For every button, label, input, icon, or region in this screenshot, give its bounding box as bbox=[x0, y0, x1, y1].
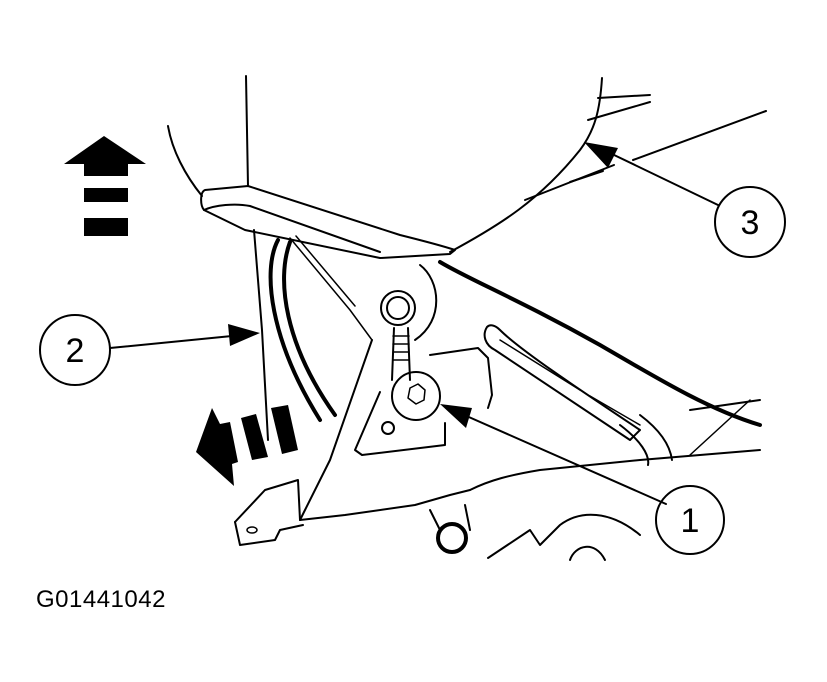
callout-2: 2 bbox=[39, 314, 260, 386]
side-panel-cable bbox=[253, 229, 373, 441]
callout-1: 1 bbox=[440, 404, 725, 555]
figure-code: G01441042 bbox=[36, 586, 166, 613]
lower-hinge-details bbox=[234, 479, 641, 561]
back-direction-arrow-icon bbox=[196, 405, 298, 486]
seat-trim-slab bbox=[200, 185, 456, 259]
callout-1-label: 1 bbox=[681, 502, 700, 540]
seat-cushion-outline bbox=[167, 75, 767, 253]
bolt bbox=[380, 290, 441, 421]
hinge-bracket bbox=[299, 260, 762, 521]
bolt-sub-bracket bbox=[354, 347, 493, 456]
callout-3: 3 bbox=[584, 142, 786, 258]
up-direction-arrow-icon bbox=[64, 136, 146, 236]
callout-2-label: 2 bbox=[66, 332, 85, 370]
callout-3-label: 3 bbox=[741, 204, 760, 242]
